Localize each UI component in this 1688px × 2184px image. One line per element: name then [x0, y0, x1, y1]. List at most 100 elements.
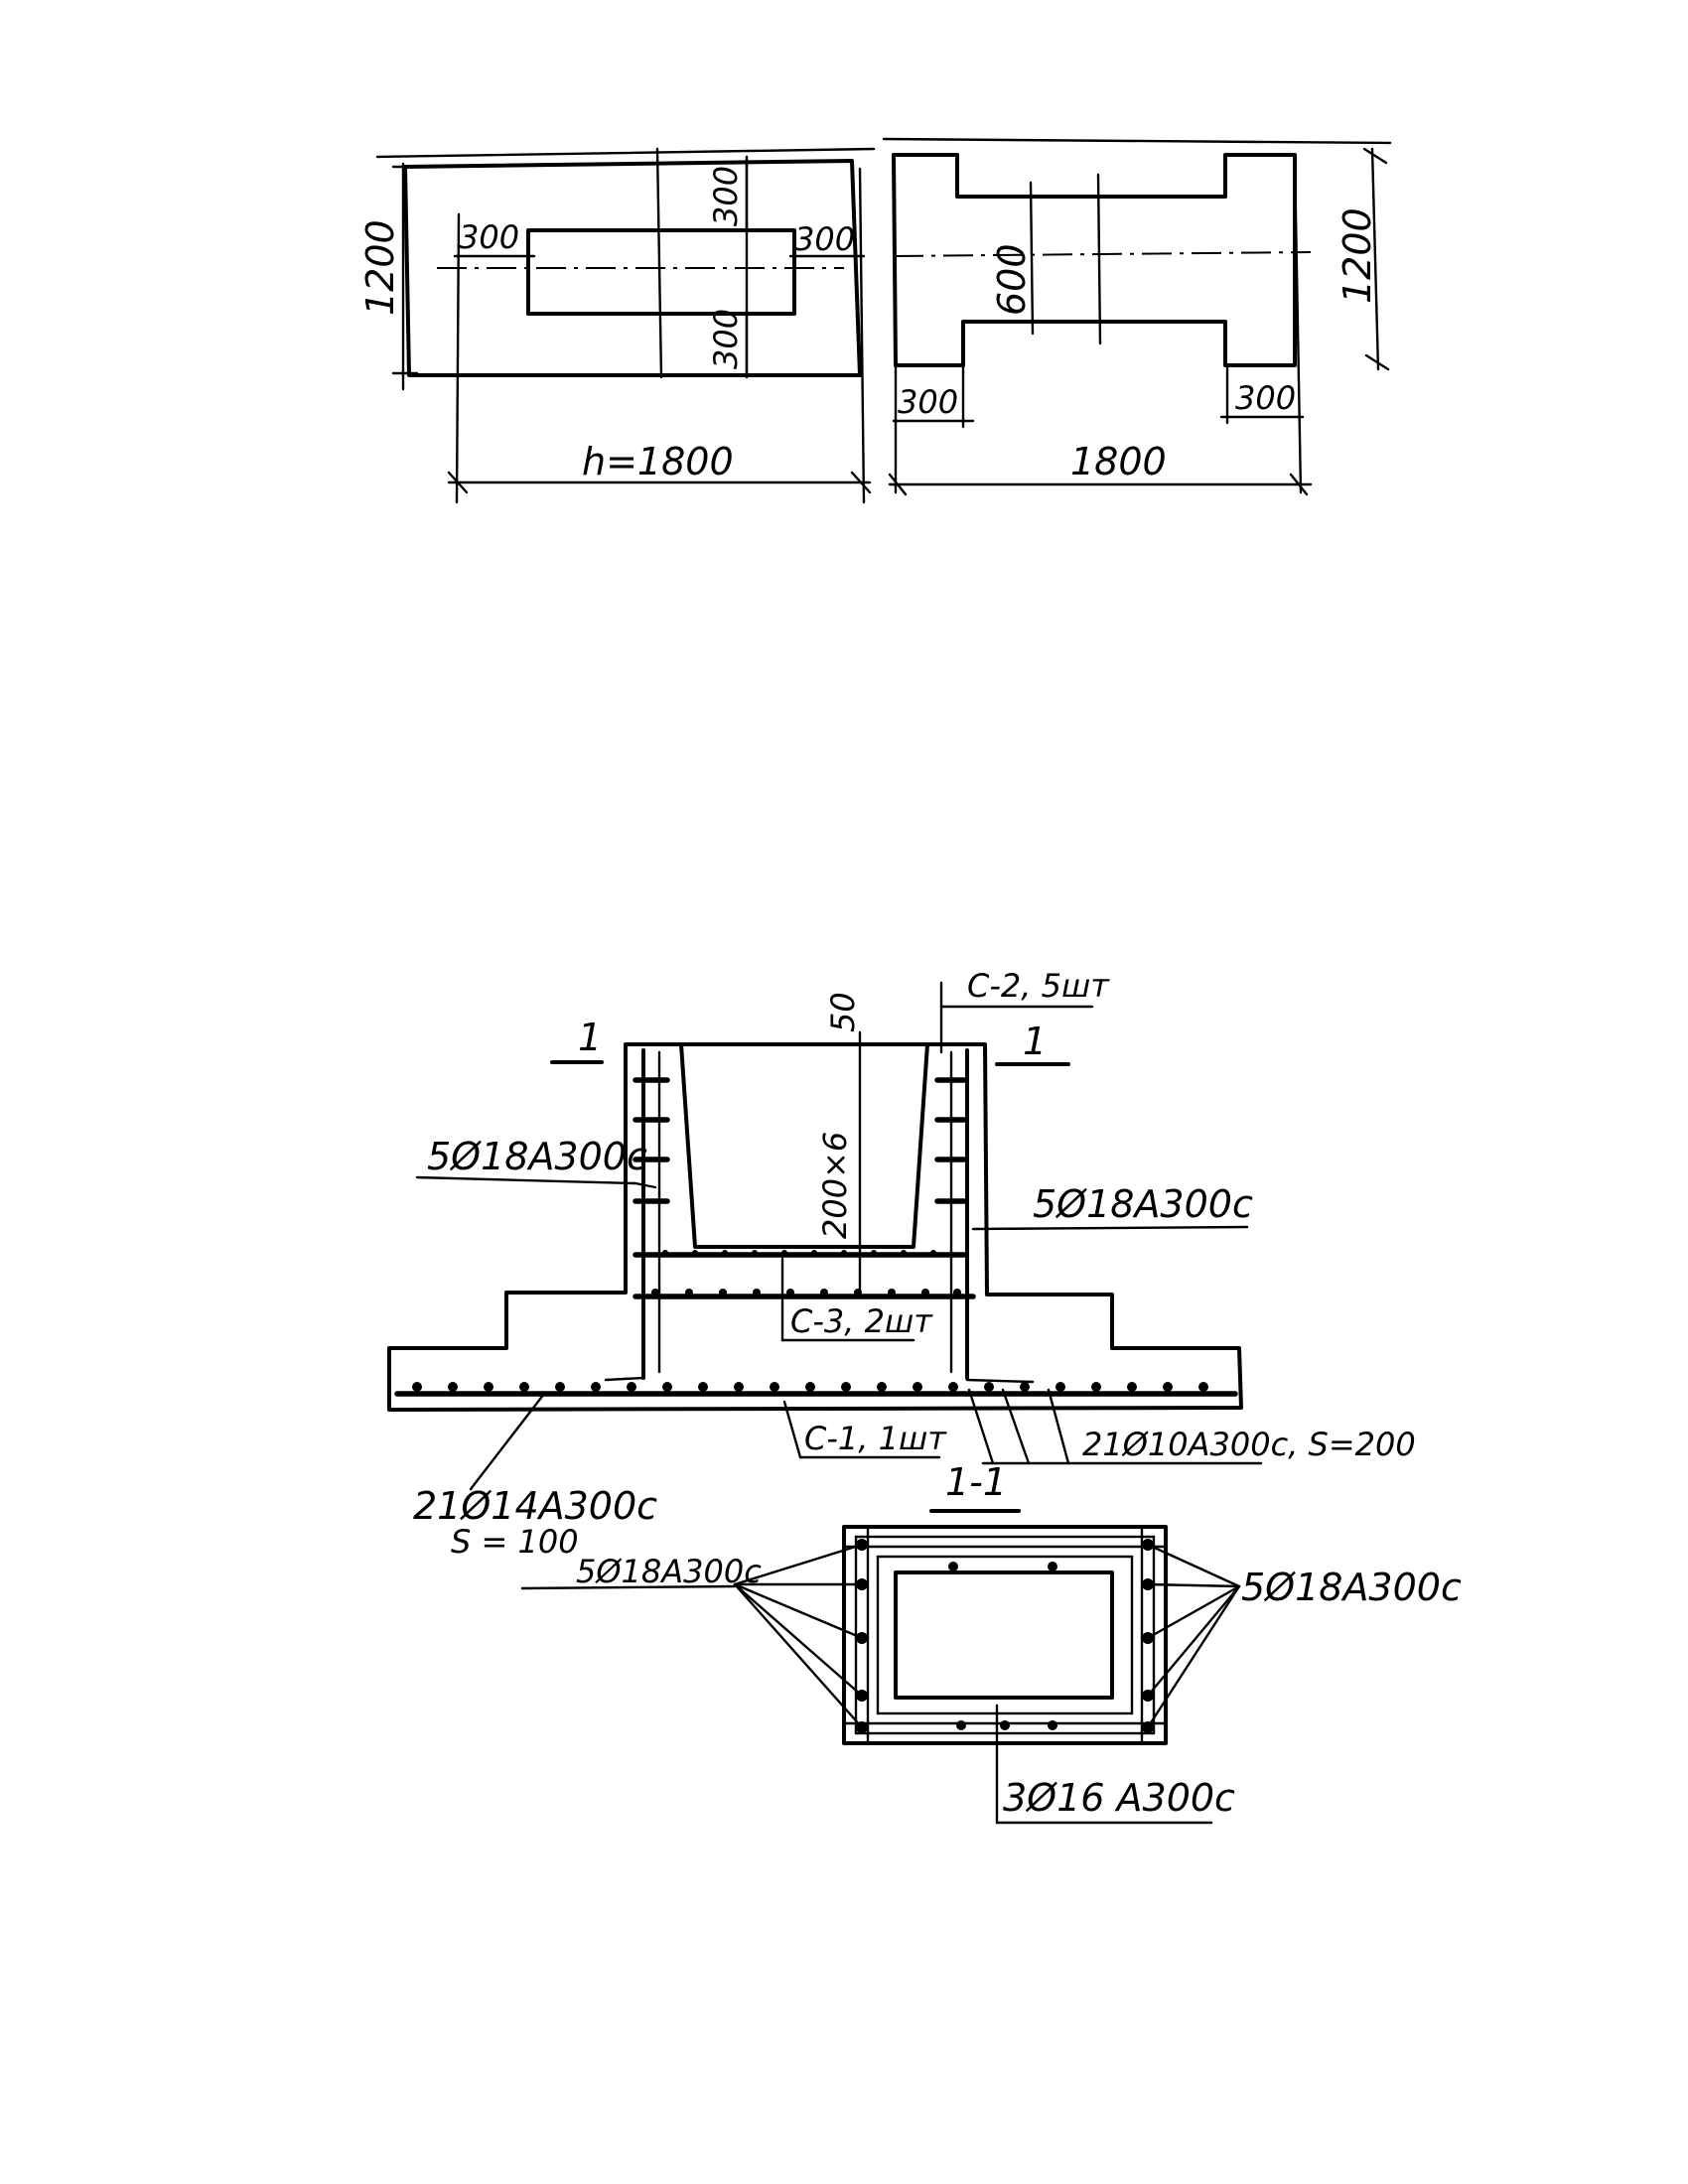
i-dim-height-line: [1370, 147, 1380, 371]
section-mark-left: 1: [578, 1016, 602, 1059]
hook-right: [965, 1378, 1035, 1384]
mesh-c3-label: C-3, 2шт: [790, 1302, 933, 1340]
bar-dot: [753, 1289, 761, 1297]
bars-left-leader: [633, 1181, 657, 1189]
i-ext-right: [1293, 157, 1303, 494]
bars-bottom-left-label: 21Ø14A300c: [413, 1484, 657, 1528]
bar-dot: [921, 1289, 929, 1297]
leader-line: [733, 1582, 864, 1640]
bar-dot: [692, 1250, 698, 1256]
leader-line: [1146, 1582, 1241, 1588]
i-centerline-vertical: [1096, 173, 1102, 345]
i-dim-web-line: [1029, 181, 1035, 336]
bar-dot: [662, 1382, 672, 1392]
bar-dot: [786, 1289, 794, 1297]
mesh-c1-dots: [412, 1382, 1208, 1392]
ext-right: [858, 167, 866, 504]
bars-left-underline: [415, 1175, 637, 1185]
top-cover-label: 50: [824, 992, 862, 1032]
ext-left: [455, 212, 461, 504]
bars-10-leader-3: [1047, 1388, 1070, 1465]
bar-dot: [698, 1382, 708, 1392]
bar-dot: [1000, 1720, 1010, 1730]
i-dim-width-tick-left: [888, 473, 908, 496]
leader-line: [733, 1582, 864, 1729]
i-dim-height-tick-bottom: [1364, 353, 1390, 371]
bar-dot: [1091, 1382, 1101, 1392]
section-bars-right-label: 5Ø18A300c: [1241, 1566, 1462, 1609]
bar-dot: [734, 1382, 744, 1392]
leader-line: [1146, 1584, 1241, 1729]
plan-hollow-rectangle: 1200 300 300 300 300 h=1800: [358, 147, 876, 504]
c3-leader: [780, 1257, 915, 1342]
i-dim-height-tick-top: [1362, 147, 1388, 165]
dim-right-label: 300: [794, 220, 855, 258]
mesh-c2-ticks: [633, 1077, 968, 1204]
socket-outline: [679, 1042, 929, 1249]
section-outer: [842, 1525, 1168, 1745]
bar-dot: [1127, 1382, 1137, 1392]
rebar-frame-outer: [854, 1535, 1156, 1735]
section-bottom-leader: [995, 1704, 1213, 1825]
bars-10-leader-1: [967, 1388, 995, 1465]
bar-dot: [930, 1250, 936, 1256]
dim-bottom-label: 300: [707, 309, 745, 369]
rebar-frame-inner: [876, 1555, 1134, 1715]
leader-line: [1146, 1584, 1241, 1698]
i-ext-top: [882, 137, 1392, 145]
bar-dot: [841, 1250, 847, 1256]
dim-width-tick-left: [447, 471, 469, 494]
bar-dot: [662, 1250, 668, 1256]
i-dim-flange-right-label: 300: [1235, 379, 1296, 417]
bars-10-leader-2: [1001, 1388, 1031, 1465]
section-1-1: 1-1: [520, 1460, 1462, 1825]
bar-dot: [877, 1382, 887, 1392]
bar-dot: [984, 1382, 994, 1392]
bar-dot: [948, 1562, 958, 1571]
dim-height-label: 1200: [358, 219, 402, 316]
dim-top-label: 300: [707, 166, 745, 226]
leader-line: [733, 1543, 864, 1586]
bar-dot: [913, 1382, 922, 1392]
bar-dot: [956, 1720, 966, 1730]
c1-leader: [782, 1400, 941, 1459]
leader-line: [1146, 1584, 1241, 1640]
bar-dot: [871, 1250, 877, 1256]
footing-elevation: 1 1 50 200×6 C-2, 5шт 5Ø18A300c 5Ø18A300…: [387, 967, 1416, 1561]
bar-dot: [841, 1382, 851, 1392]
centerline-vertical: [655, 147, 663, 379]
bar-dot: [1048, 1562, 1057, 1571]
leader-underline: [520, 1584, 737, 1590]
bar-dot: [805, 1382, 815, 1392]
bar-dot: [1198, 1382, 1208, 1392]
bar-dot: [953, 1289, 961, 1297]
i-centerline-horizontal: [893, 251, 1312, 257]
bars-bottom-right-label: 21Ø10A300c, S=200: [1082, 1426, 1416, 1463]
i-dim-width-tick-right: [1289, 473, 1309, 496]
i-dim-flange-left-label: 300: [898, 383, 958, 421]
bar-dot: [811, 1250, 817, 1256]
bar-dot: [820, 1289, 828, 1297]
bar-dot: [555, 1382, 565, 1392]
i-shape-outline: [892, 153, 1297, 367]
bar-dot: [484, 1382, 493, 1392]
bar-dot: [781, 1250, 787, 1256]
section-bars-left-label: 5Ø18A300c: [576, 1553, 762, 1590]
bar-dot: [770, 1382, 779, 1392]
section-bars-bottom-label: 3Ø16 A300c: [1003, 1776, 1235, 1820]
mesh-c3-dots: [651, 1250, 961, 1297]
mesh-c2-label: C-2, 5шт: [967, 967, 1110, 1005]
bar-dot: [948, 1382, 958, 1392]
bars-right-label: 5Ø18A300c: [1033, 1182, 1253, 1226]
outer-outline: [403, 159, 862, 377]
section-right-leaders: [1146, 1543, 1241, 1729]
bar-dot: [448, 1382, 458, 1392]
ext-top: [375, 147, 876, 159]
bar-dot: [627, 1382, 636, 1392]
bars-right-underline: [971, 1225, 1249, 1231]
bar-dot: [412, 1382, 422, 1392]
footing-outline: [387, 1042, 1243, 1412]
dim-left-label: 300: [459, 218, 519, 256]
i-dim-web-label: 600: [990, 243, 1034, 316]
